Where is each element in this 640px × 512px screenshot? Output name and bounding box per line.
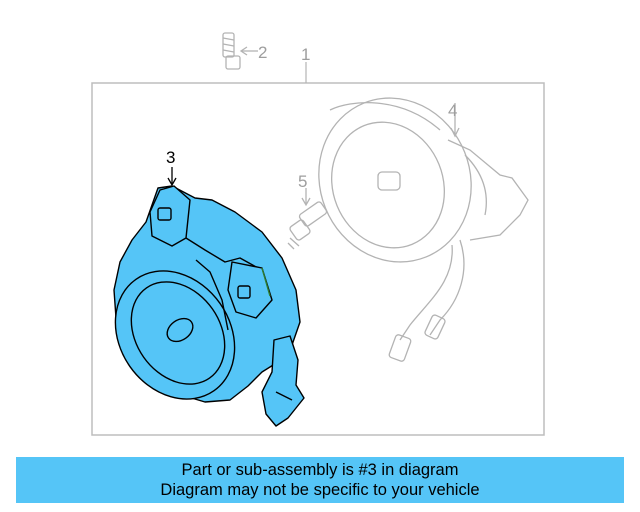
callout-2-label: 2 [258, 43, 267, 62]
parts-diagram: 1 2 4 5 [91, 32, 545, 436]
callout-3-arrow [167, 167, 177, 187]
bulb-part-5 [287, 188, 328, 250]
fog-lamp-part-3-highlighted [113, 185, 305, 427]
banner-line-2: Diagram may not be specific to your vehi… [160, 481, 480, 499]
fog-lamp-assembly-part-4 [318, 97, 529, 362]
callout-1-label: 1 [301, 45, 310, 64]
banner-line-1: Part or sub-assembly is #3 in diagram [181, 461, 459, 479]
callout-4-label: 4 [448, 101, 457, 120]
assembly-frame [91, 82, 545, 436]
bolt-part-2 [222, 32, 258, 70]
callout-3-label: 3 [166, 148, 175, 167]
info-banner: Part or sub-assembly is #3 in diagram Di… [16, 457, 624, 503]
callout-5-label: 5 [298, 172, 307, 191]
